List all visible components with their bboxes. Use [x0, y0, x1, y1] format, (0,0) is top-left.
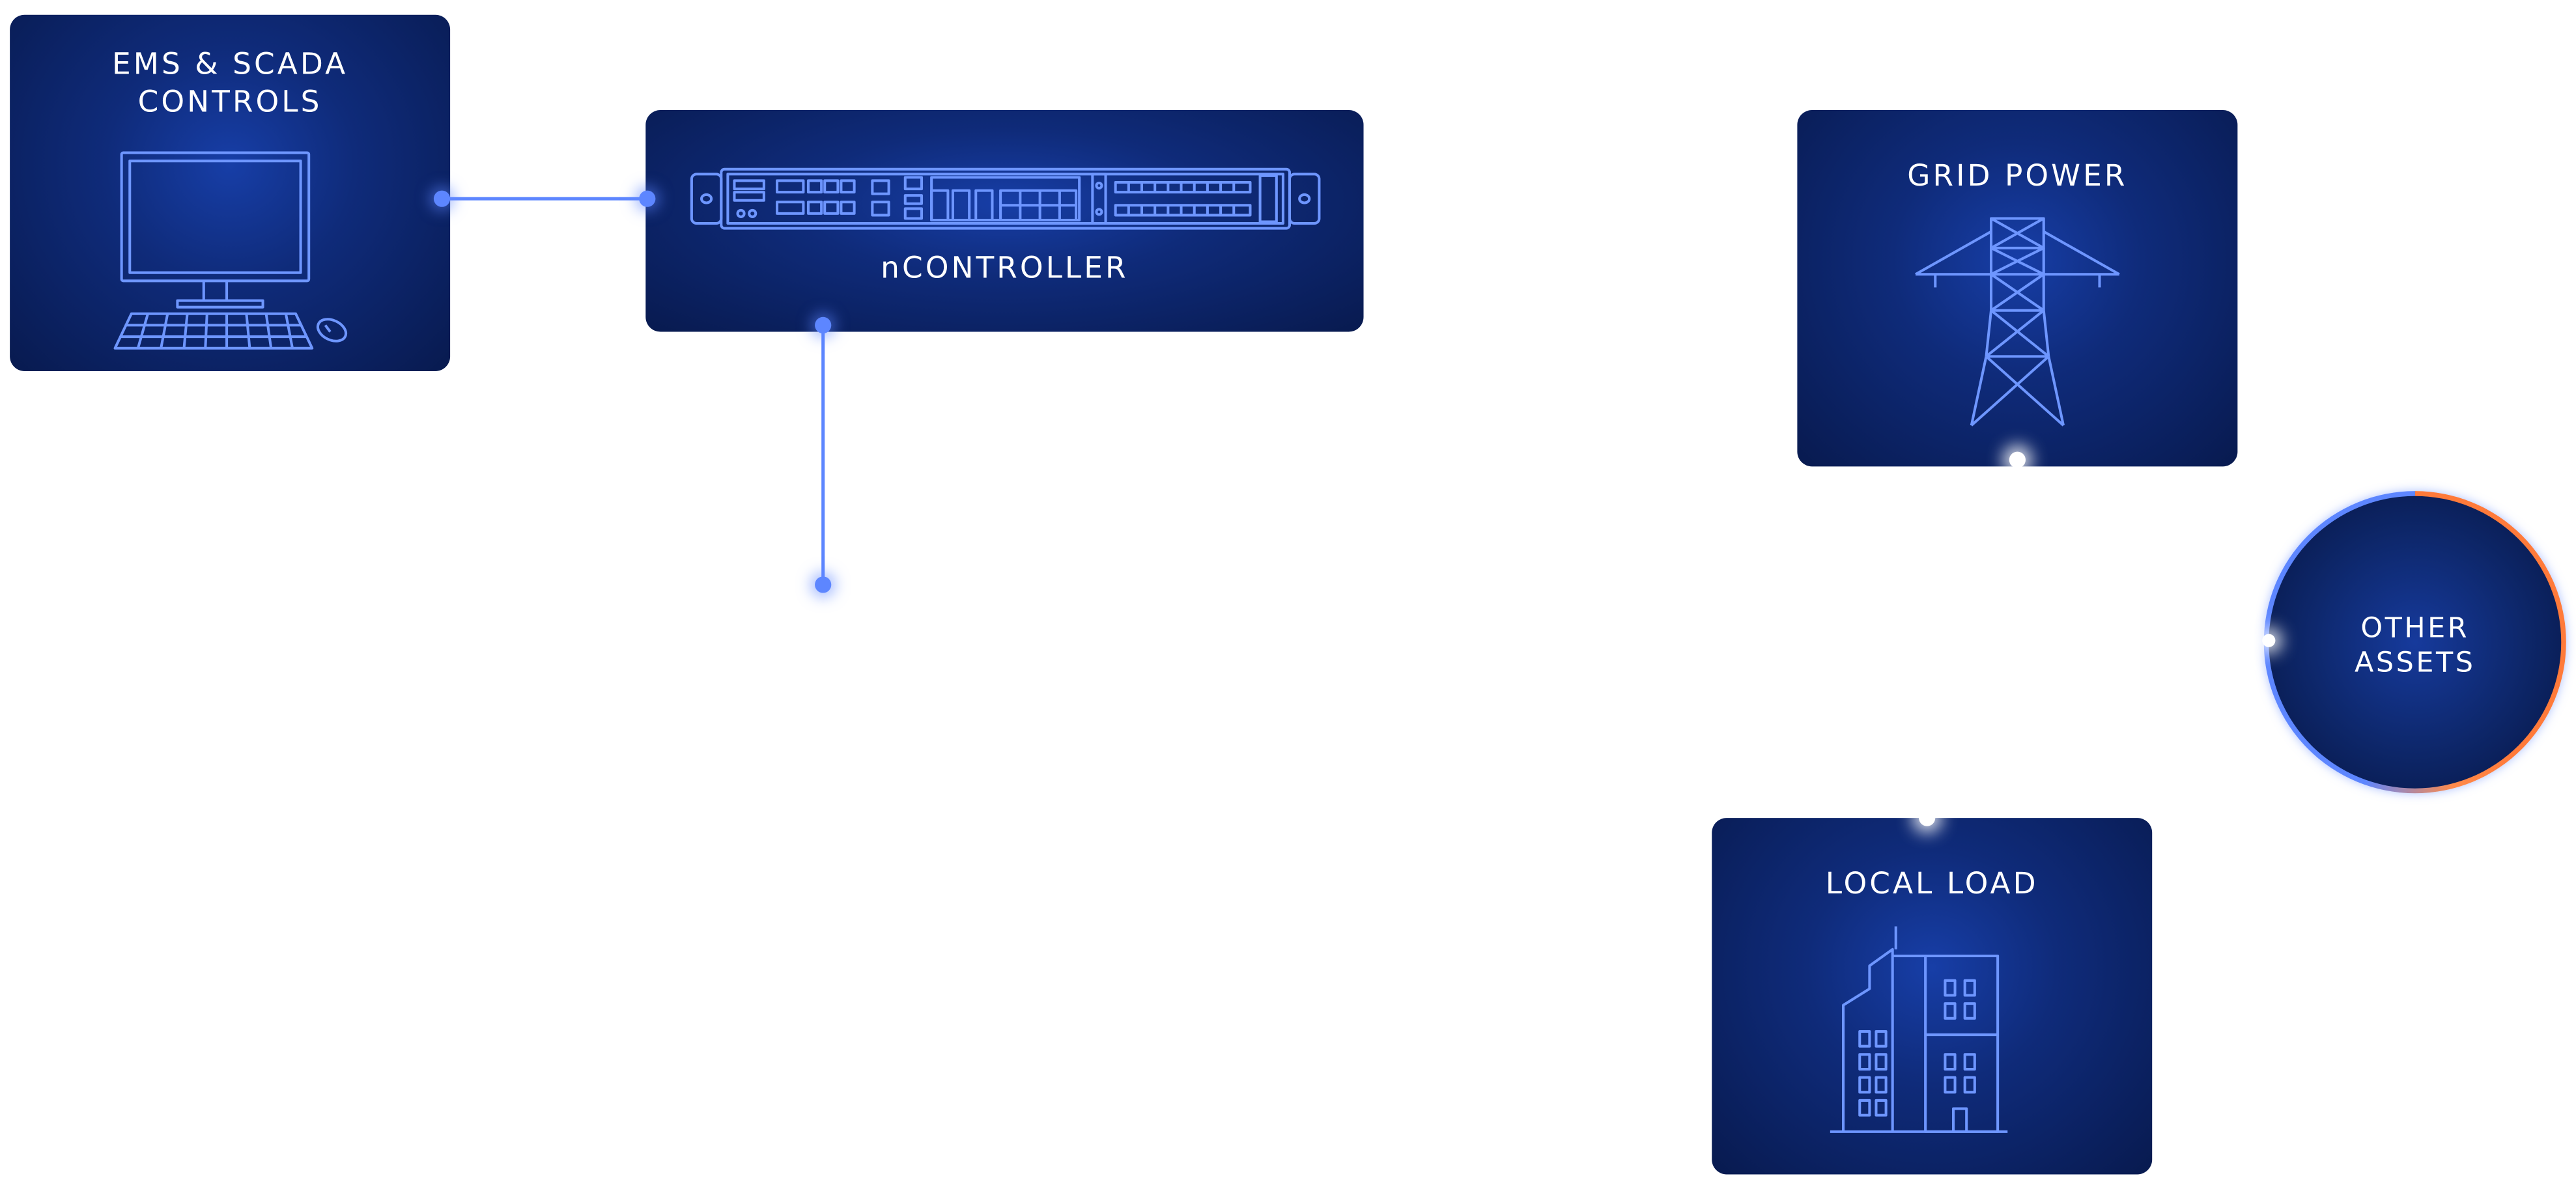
ems-scada-title-line1: EMS & SCADA [112, 48, 348, 83]
connector-end-dot [815, 576, 832, 593]
ems-connection-dot [433, 190, 451, 207]
other-assets-label-line2: ASSETS [2355, 647, 2476, 680]
ems-scada-title: EMS & SCADA CONTROLS [10, 46, 450, 122]
controller-left-connection-dot [639, 190, 656, 207]
grid-power-card[interactable]: GRID POWER [1797, 109, 2238, 467]
controller-bottom-connection-dot [815, 316, 832, 334]
local-load-connection-dot [1919, 809, 1936, 826]
local-load-title: LOCAL LOAD [1825, 867, 2039, 902]
controller-down-connector [821, 325, 825, 585]
other-assets-node[interactable]: OTHER ASSETS [2263, 491, 2566, 794]
other-assets-connection-dot [2262, 634, 2276, 647]
ems-scada-card[interactable]: EMS & SCADA CONTROLS [10, 14, 451, 372]
grid-power-title: GRID POWER [1907, 159, 2128, 194]
server-rack-icon [690, 167, 1321, 230]
local-load-card[interactable]: LOCAL LOAD [1712, 818, 2153, 1175]
grid-power-connection-dot [2009, 451, 2026, 468]
other-assets-label: OTHER ASSETS [2264, 613, 2566, 682]
other-assets-label-line1: OTHER [2360, 612, 2470, 646]
ncontroller-title: nCONTROLLER [881, 251, 1129, 286]
ncontroller-card[interactable]: nCONTROLLER [645, 109, 1364, 332]
computer-icon [113, 150, 348, 354]
transmission-tower-icon [1915, 215, 2120, 428]
other-assets-inner [2269, 496, 2562, 789]
ems-to-controller-connector [442, 197, 647, 201]
buildings-icon [1830, 923, 2014, 1137]
ems-scada-title-line2: CONTROLS [137, 85, 322, 120]
